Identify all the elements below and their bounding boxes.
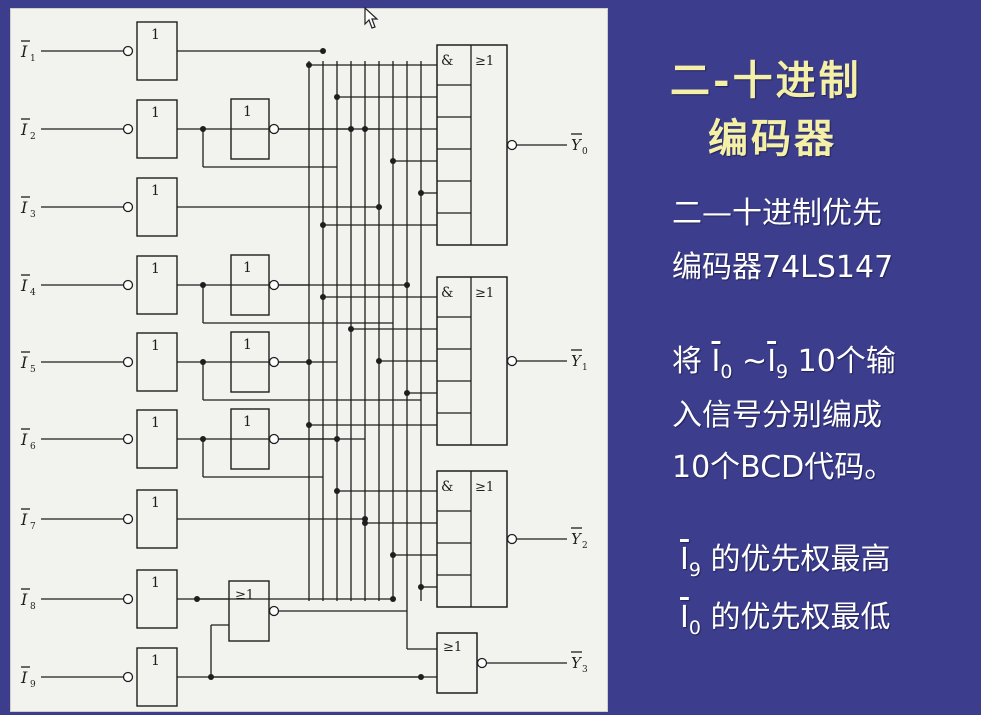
not-gate-label: 1 bbox=[151, 495, 160, 511]
title-line-2: 编码器 bbox=[708, 115, 837, 162]
input-subscript-9: 9 bbox=[30, 680, 36, 690]
input-subscript-4: 4 bbox=[30, 288, 36, 298]
output-inversion-bubble bbox=[268, 433, 280, 445]
description-line-1: 将 I0 ~I9 10个输 bbox=[672, 344, 896, 383]
not-gate-label: 1 bbox=[151, 105, 160, 121]
junction-dot bbox=[306, 422, 312, 428]
junction-dot bbox=[404, 282, 410, 288]
output-label-y3: Y bbox=[571, 654, 583, 672]
junction-dot bbox=[320, 48, 326, 54]
output-label-y0: Y bbox=[571, 136, 583, 154]
junction-dot bbox=[320, 222, 326, 228]
junction-dot bbox=[376, 358, 382, 364]
output-inversion-bubble bbox=[268, 123, 280, 135]
input-subscript-5: 5 bbox=[30, 365, 36, 375]
junction-dot bbox=[362, 126, 368, 132]
not-gate-label: 1 bbox=[151, 338, 160, 354]
input-label-6: I bbox=[20, 430, 28, 449]
input-subscript-6: 6 bbox=[30, 442, 36, 452]
input-inversion-bubble bbox=[122, 123, 134, 135]
not-gate-label: 1 bbox=[151, 183, 160, 199]
priority-lowest: I0 的优先权最低 bbox=[680, 600, 891, 639]
or-label: ≥1 bbox=[475, 54, 494, 69]
title-line-1: 二-十进制 bbox=[670, 57, 862, 104]
and-label: & bbox=[441, 53, 453, 69]
and-label: & bbox=[441, 285, 453, 301]
output-inversion-bubble bbox=[506, 533, 518, 545]
junction-dot bbox=[320, 294, 326, 300]
not-gate-label: 1 bbox=[151, 415, 160, 431]
input-label-5: I bbox=[20, 353, 28, 372]
input-inversion-bubble bbox=[122, 356, 134, 368]
input-subscript-2: 2 bbox=[30, 132, 36, 142]
junction-dot bbox=[306, 62, 312, 68]
input-inversion-bubble bbox=[122, 433, 134, 445]
input-subscript-8: 8 bbox=[30, 602, 36, 612]
and-or-block-1 bbox=[436, 276, 508, 446]
output-subscript-0: 0 bbox=[582, 147, 588, 157]
subtitle-line-1: 二—十进制优先 bbox=[672, 196, 882, 231]
output-inversion-bubble bbox=[268, 279, 280, 291]
not-gate-label: 1 bbox=[151, 261, 160, 277]
not-gate-label: 1 bbox=[243, 414, 252, 430]
junction-dot bbox=[404, 390, 410, 396]
junction-dot bbox=[418, 584, 424, 590]
not-gate-label: 1 bbox=[151, 653, 160, 669]
input-subscript-3: 3 bbox=[30, 210, 36, 220]
input-subscript-1: 1 bbox=[30, 54, 36, 64]
not-gate-label: 1 bbox=[151, 27, 160, 43]
junction-dot bbox=[390, 596, 396, 602]
priority-highest: I9 的优先权最高 bbox=[680, 542, 891, 581]
output-inversion-bubble bbox=[506, 139, 518, 151]
junction-dot bbox=[390, 552, 396, 558]
or-output-bubble bbox=[268, 605, 280, 617]
input-inversion-bubble bbox=[122, 45, 134, 57]
and-label: & bbox=[441, 479, 453, 495]
output-subscript-2: 2 bbox=[582, 541, 588, 551]
input-label-9: I bbox=[20, 668, 28, 687]
not-gate-label: 1 bbox=[243, 337, 252, 353]
or-label: ≥1 bbox=[475, 480, 494, 495]
input-inversion-bubble bbox=[122, 671, 134, 683]
and-or-block-0 bbox=[436, 44, 508, 246]
not-gate-label: 1 bbox=[243, 260, 252, 276]
junction-dot bbox=[418, 190, 424, 196]
output-inversion-bubble bbox=[506, 355, 518, 367]
description-line-3: 10个BCD代码。 bbox=[672, 450, 895, 485]
junction-dot bbox=[376, 204, 382, 210]
input-inversion-bubble bbox=[122, 279, 134, 291]
mouse-cursor-icon bbox=[364, 6, 379, 29]
description-line-2: 入信号分别编成 bbox=[672, 398, 882, 433]
input-inversion-bubble bbox=[122, 513, 134, 525]
or-gate-label: ≥1 bbox=[443, 640, 462, 655]
input-label-4: I bbox=[20, 276, 28, 295]
not-gate-label: 1 bbox=[151, 575, 160, 591]
input-subscript-7: 7 bbox=[30, 522, 36, 532]
output-subscript-3: 3 bbox=[582, 665, 588, 675]
junction-dot bbox=[348, 326, 354, 332]
subtitle-line-2: 编码器74LS147 bbox=[672, 250, 894, 285]
input-label-1: I bbox=[20, 42, 28, 61]
not-gate-label: 1 bbox=[243, 104, 252, 120]
or-gate-label: ≥1 bbox=[235, 588, 254, 603]
output-inversion-bubble bbox=[268, 356, 280, 368]
output-inversion-bubble bbox=[476, 657, 488, 669]
input-inversion-bubble bbox=[122, 593, 134, 605]
junction-dot bbox=[390, 158, 396, 164]
output-label-y2: Y bbox=[571, 530, 583, 548]
input-label-8: I bbox=[20, 590, 28, 609]
input-label-2: I bbox=[20, 120, 28, 139]
junction-dot bbox=[334, 94, 340, 100]
output-subscript-1: 1 bbox=[582, 363, 588, 373]
junction-dot bbox=[334, 488, 340, 494]
input-label-3: I bbox=[20, 198, 28, 217]
output-label-y1: Y bbox=[571, 352, 583, 370]
or-label: ≥1 bbox=[475, 286, 494, 301]
input-label-7: I bbox=[20, 510, 28, 529]
input-inversion-bubble bbox=[122, 201, 134, 213]
junction-dot bbox=[362, 520, 368, 526]
